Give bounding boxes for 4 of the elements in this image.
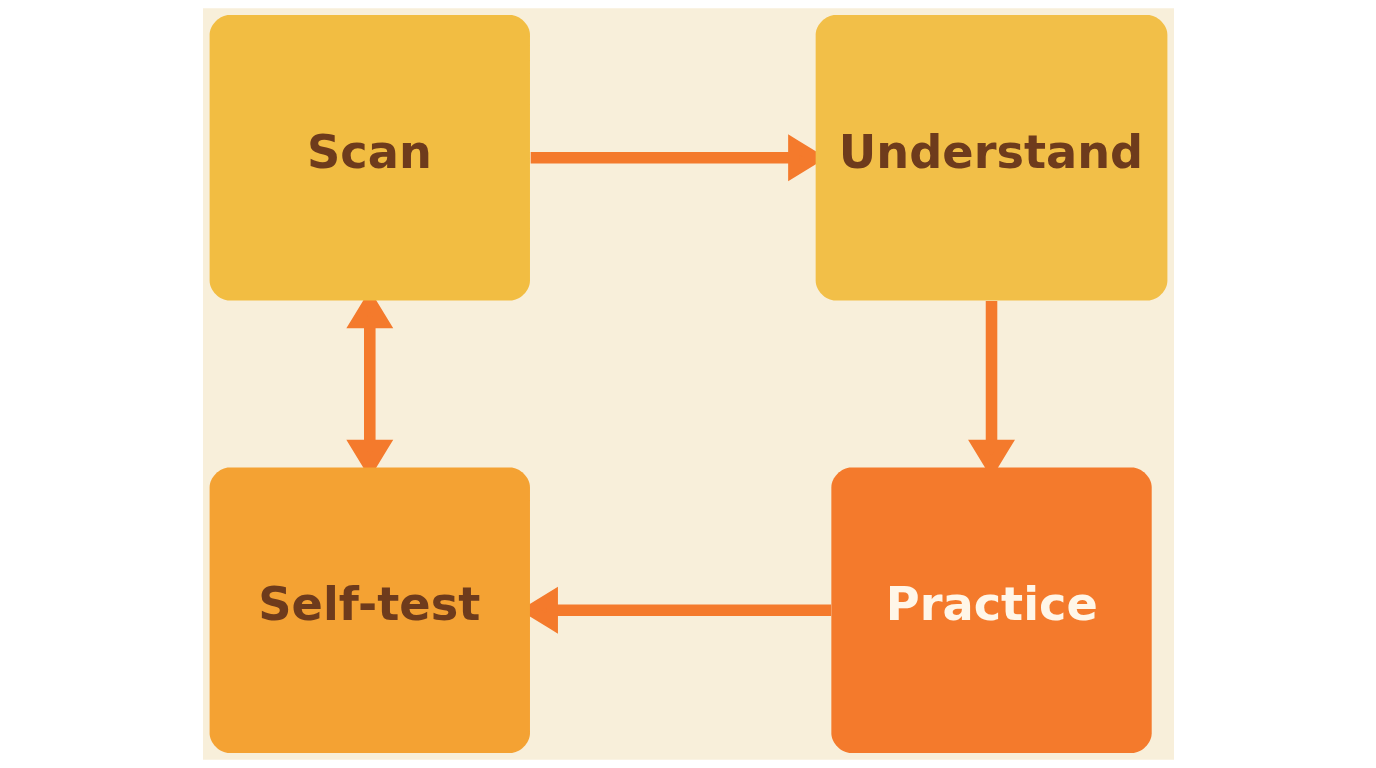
node-box: Practice [830,467,1152,754]
node-box: Understand [815,14,1167,301]
node-box: Self-test [209,467,530,754]
node-box: Scan [209,14,530,301]
